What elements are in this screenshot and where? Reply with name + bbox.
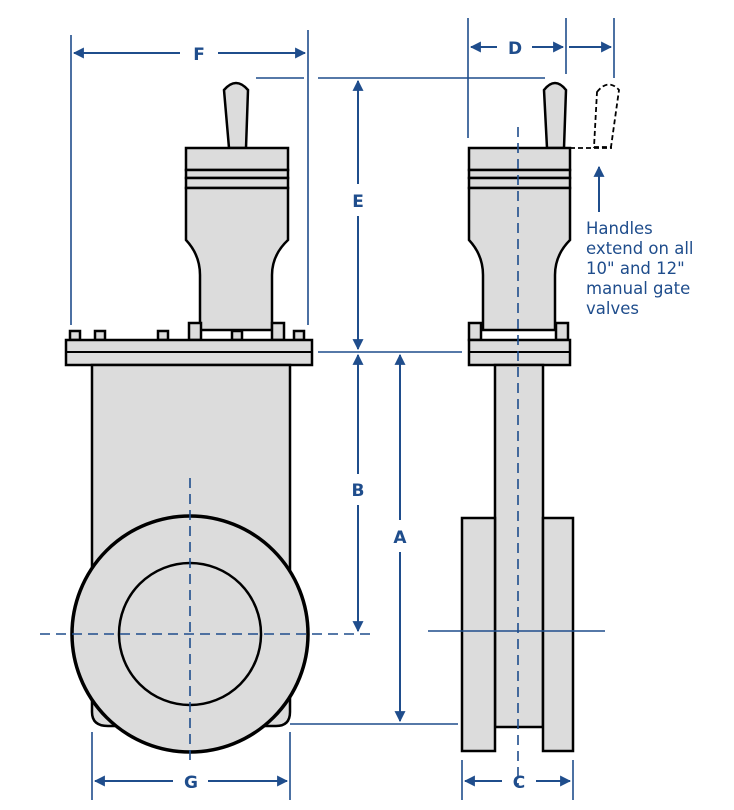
handles-note: Handles extend on all 10" and 12" manual… — [586, 219, 694, 318]
side-bolt — [554, 321, 570, 342]
side-bonnet — [467, 186, 572, 332]
alternate-handle-outline — [570, 83, 620, 149]
front-bonnet — [184, 186, 290, 332]
front-bolt — [68, 329, 82, 342]
front-bolt — [93, 329, 107, 342]
note-line-5: valves — [586, 299, 639, 318]
centerlines — [40, 127, 519, 785]
label-b: B — [352, 481, 365, 501]
note-line-2: extend on all — [586, 239, 694, 258]
front-top-cap — [184, 146, 290, 172]
label-c: C — [513, 773, 525, 793]
front-bolt — [270, 321, 286, 342]
front-cap-ring-2 — [184, 176, 290, 190]
side-handle — [542, 81, 568, 150]
side-bolt — [467, 321, 483, 342]
label-g: G — [184, 773, 198, 793]
front-bolt — [292, 329, 306, 342]
side-port-flange-left — [460, 516, 497, 753]
side-view — [460, 81, 575, 753]
note-line-4: manual gate — [586, 279, 690, 298]
front-bolt — [230, 329, 244, 342]
label-f: F — [193, 45, 205, 65]
label-a: A — [393, 528, 407, 548]
label-d: D — [508, 39, 522, 59]
side-port-flange-right — [541, 516, 575, 753]
extension-lines — [70, 18, 615, 800]
front-view — [64, 81, 314, 754]
front-bolt — [156, 329, 170, 342]
side-top-cap — [467, 146, 572, 172]
note-line-1: Handles — [586, 219, 653, 238]
dimension-arrows — [72, 41, 613, 787]
side-cap-ring-2 — [467, 176, 572, 190]
front-handle — [222, 81, 250, 150]
label-e: E — [352, 192, 364, 212]
side-body — [493, 363, 545, 729]
front-bolt — [187, 321, 203, 342]
note-line-3: 10" and 12" — [586, 259, 685, 278]
